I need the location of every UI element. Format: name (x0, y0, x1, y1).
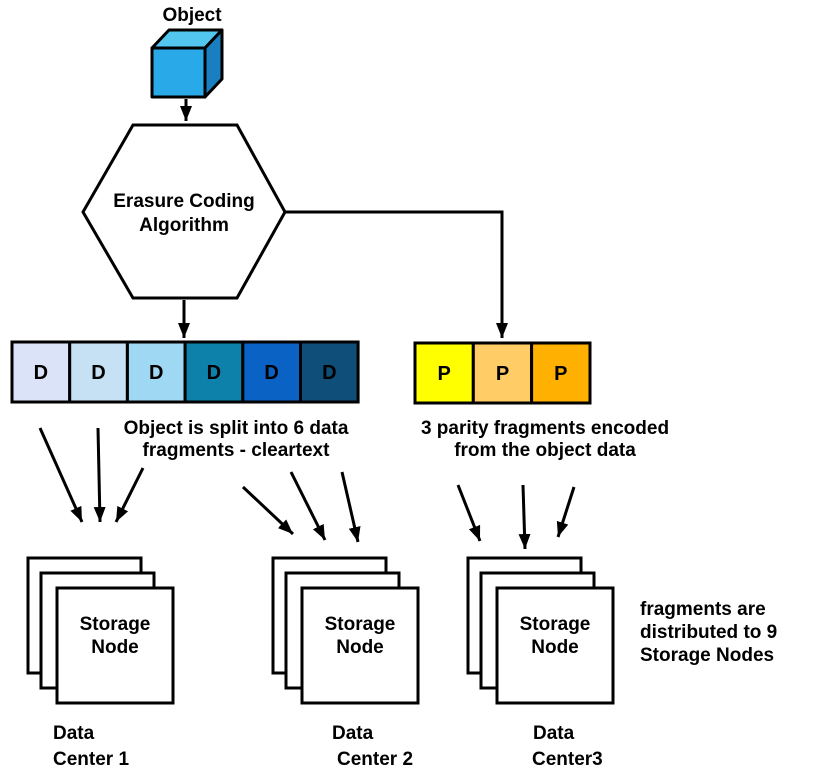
data-fragment-letter: D (91, 362, 105, 384)
arrow-to-datacenter2 (340, 471, 361, 543)
note-line1: fragments are (640, 599, 766, 620)
data-fragment-box (299, 340, 360, 404)
storage-node-card-front (300, 586, 420, 705)
data-caption-line2: fragments - cleartext (143, 440, 331, 461)
storage-node-label-line2: Node (336, 637, 384, 658)
parity-caption-line2: from the object data (454, 440, 636, 461)
parity-fragment-letter: P (438, 363, 451, 385)
data-fragment-letter: D (149, 362, 163, 384)
arrow-to-datacenter2 (289, 471, 327, 541)
data-fragment-box (241, 340, 303, 404)
storage-node-stack-2: Storage Node (271, 556, 420, 705)
object-cube-icon (150, 28, 224, 99)
parity-fragment-box (471, 341, 534, 405)
cube-front-face (150, 46, 207, 99)
hexagon-label-line2: Algorithm (139, 215, 229, 236)
data-fragment-letter: D (322, 362, 336, 384)
data-fragment-row: D D D D D D (10, 340, 360, 404)
datacenter2-label-line1: Data (332, 723, 374, 744)
parity-fragment-letter: P (554, 363, 567, 385)
arrow-to-datacenter1 (114, 467, 145, 523)
datacenter2-label-line2: Center 2 (337, 749, 413, 770)
storage-node-label-line2: Node (91, 637, 139, 658)
parity-fragment-letter: P (496, 363, 509, 385)
data-fragment-letter: D (34, 362, 48, 384)
note-line3: Storage Nodes (640, 645, 774, 666)
note-line2: distributed to 9 (640, 622, 777, 643)
arrow-to-datacenter3 (556, 486, 576, 538)
arrow-to-datacenter3 (518, 484, 531, 550)
parity-caption-line1: 3 parity fragments encoded (421, 418, 669, 439)
storage-node-card-front (55, 586, 175, 705)
storage-node-label-line2: Node (531, 637, 579, 658)
parity-fragment-box (530, 341, 592, 405)
data-fragment-box (125, 340, 187, 404)
storage-node-label-line1: Storage (325, 614, 396, 635)
data-fragment-box (68, 340, 129, 404)
hexagon-label-line1: Erasure Coding (113, 191, 254, 212)
storage-node-stack-1: Storage Node (26, 556, 175, 705)
arrow-hexagon-to-parity-fragments (285, 210, 508, 338)
datacenter1-label-line2: Center 1 (53, 749, 129, 770)
datacenter1-label-line1: Data (53, 723, 95, 744)
arrow-to-datacenter3 (456, 484, 482, 542)
data-fragment-letter: D (264, 362, 278, 384)
datacenter3-label-line1: Data (533, 723, 575, 744)
parity-fragment-box (413, 341, 475, 405)
data-fragment-letter: D (207, 362, 221, 384)
storage-node-label-line1: Storage (80, 614, 151, 635)
storage-node-label-line1: Storage (520, 614, 591, 635)
arrow-to-datacenter1 (38, 427, 84, 523)
object-label: Object (162, 5, 222, 26)
storage-node-stack-3: Storage Node (466, 556, 615, 705)
data-fragment-box (183, 340, 245, 404)
storage-node-card-front (495, 586, 615, 705)
parity-fragment-row: P P P (413, 341, 592, 405)
datacenter3-label-line2: Center3 (532, 749, 603, 770)
data-caption-line1: Object is split into 6 data (124, 418, 349, 439)
arrow-to-datacenter1 (93, 427, 106, 523)
arrow-to-datacenter2 (241, 485, 295, 536)
